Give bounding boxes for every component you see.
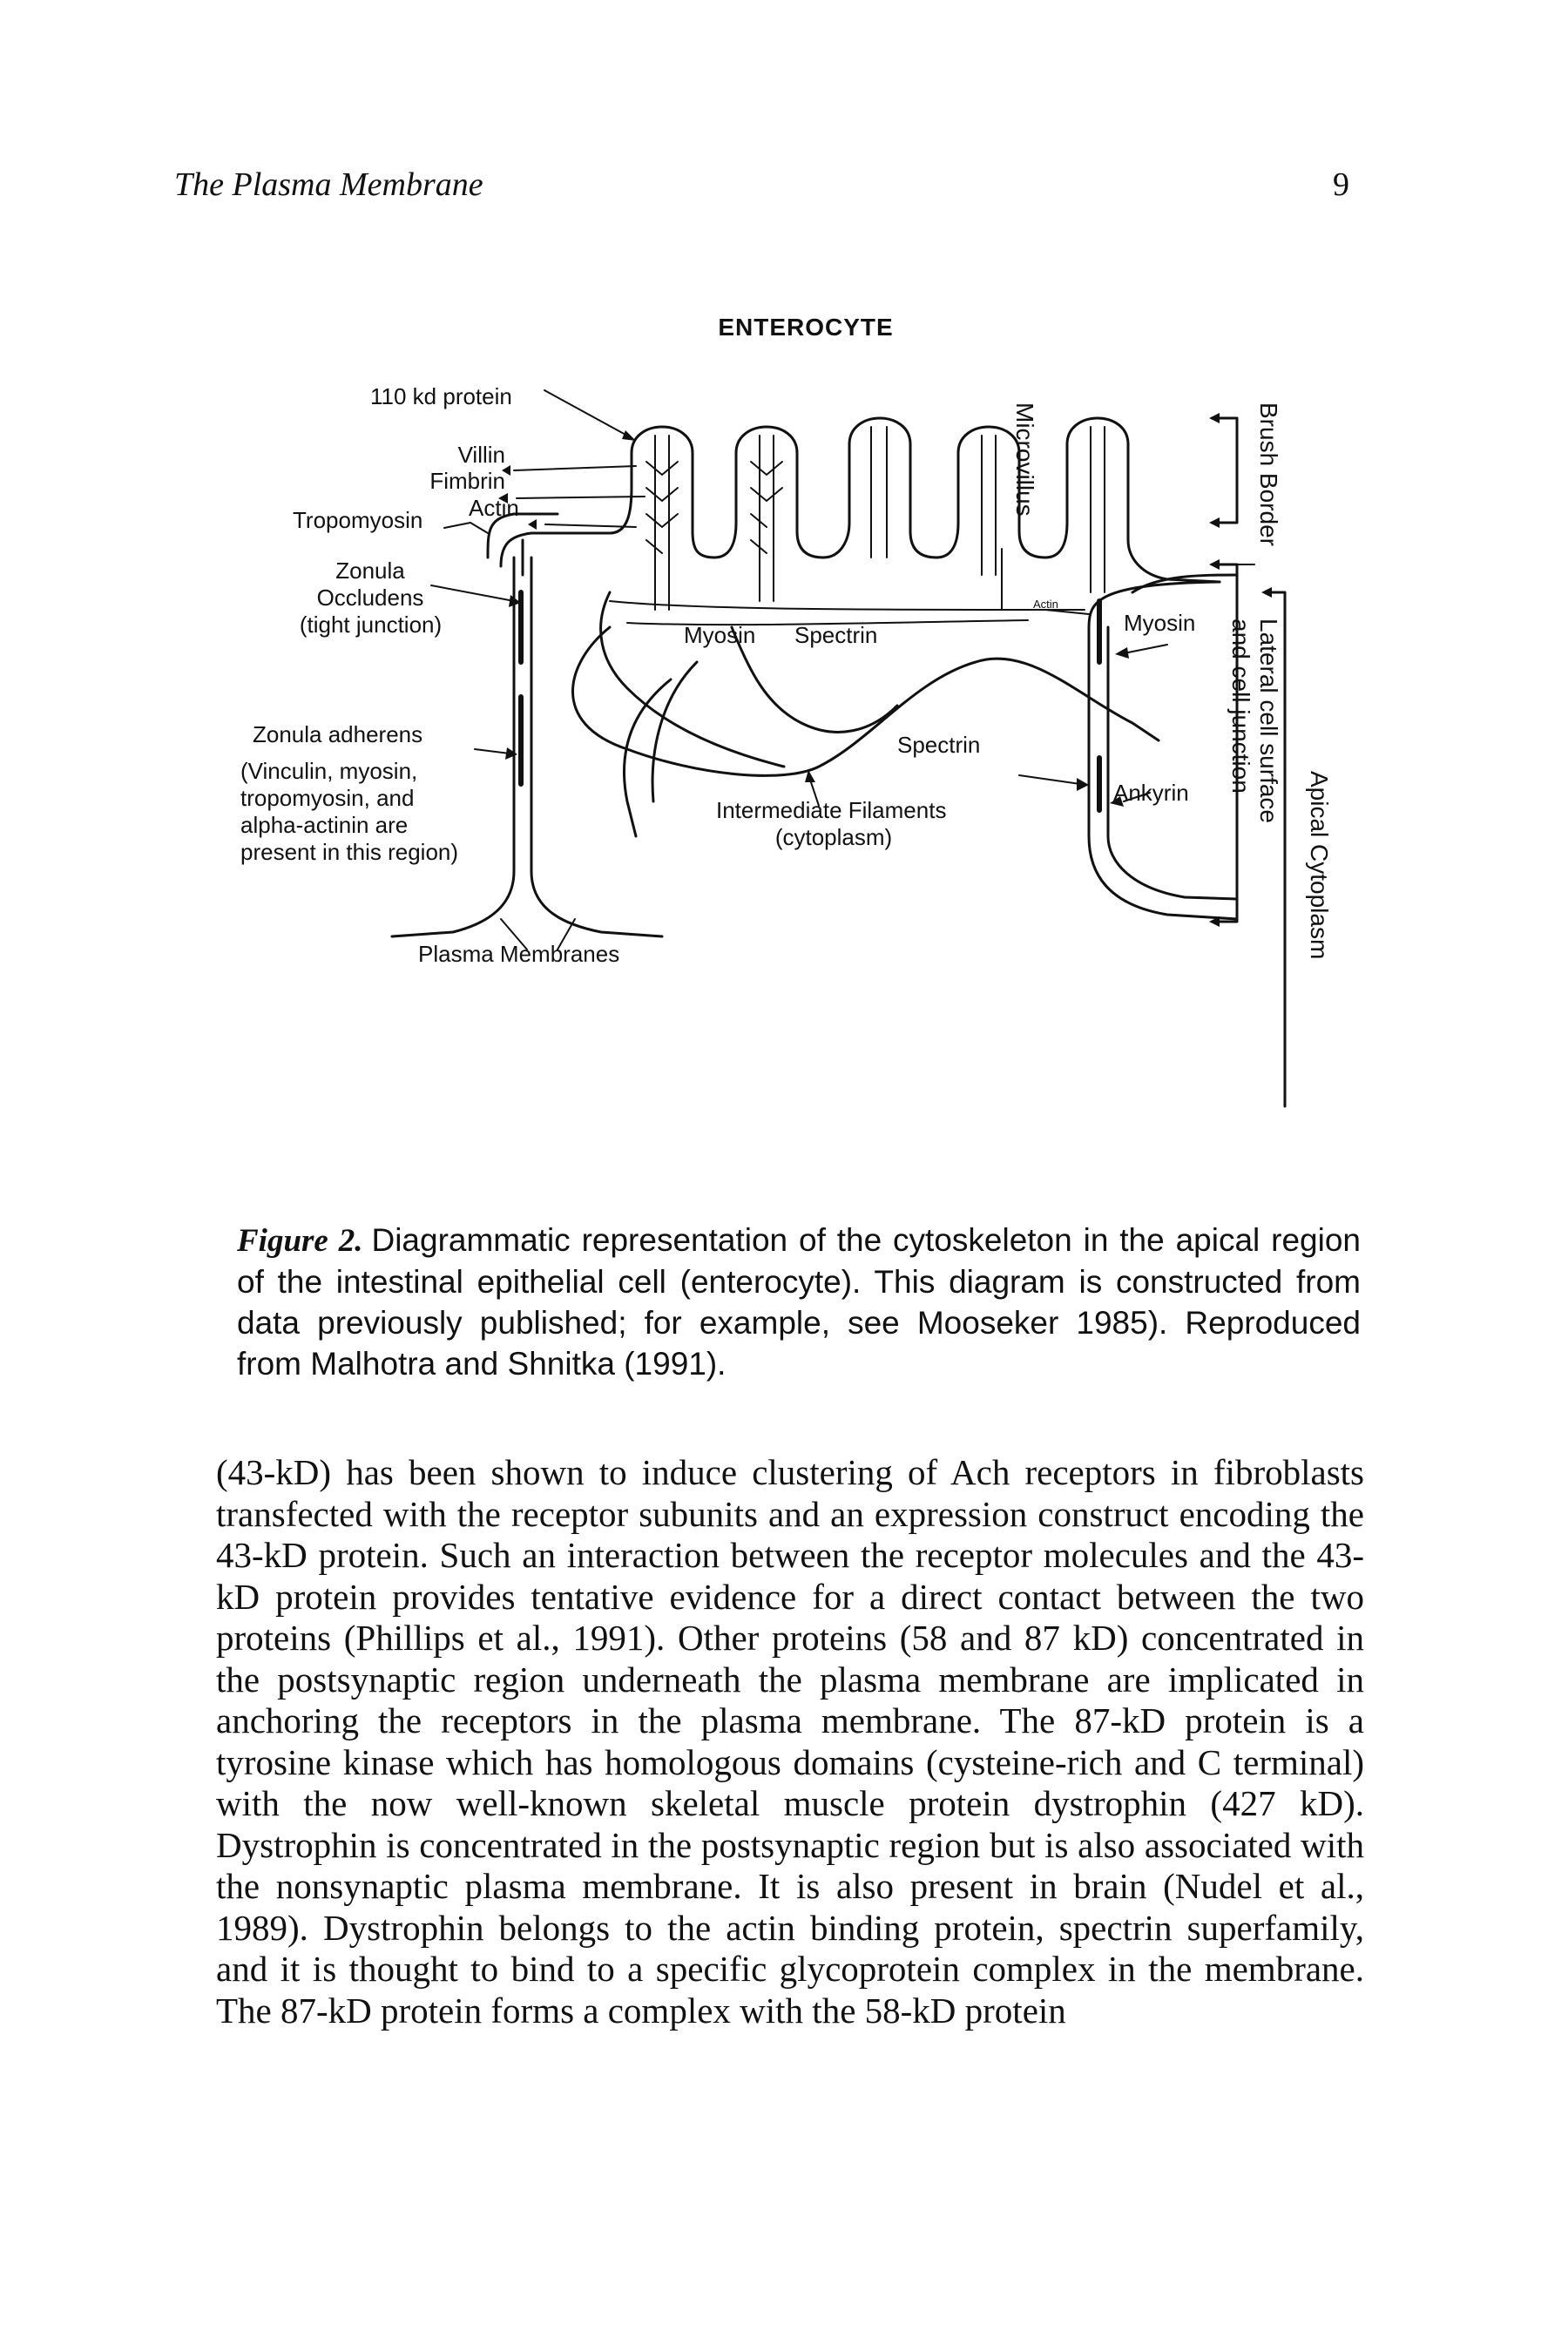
label-intermediate-filaments-1: Intermediate Filaments [716, 797, 947, 823]
leader-tropomyosin [443, 522, 489, 534]
label-actin: Actin [469, 495, 519, 521]
lateral-surface-bracket [1218, 563, 1239, 923]
leader-villin [513, 465, 637, 471]
crosslink-hatch-2 [750, 461, 783, 554]
left-lateral-membrane-inner [530, 556, 664, 938]
label-microvillus: Microvillus [1011, 402, 1038, 517]
body-paragraph: (43-kD) has been shown to induce cluster… [216, 1452, 1364, 2031]
leader-myosin-right [1123, 644, 1168, 654]
right-cell-membrane-top [1131, 573, 1239, 594]
label-zonula-adherens-1: Zonula adherens [253, 721, 423, 747]
figure-title: ENTEROCYTE [718, 314, 894, 341]
label-tropomyosin: Tropomyosin [293, 507, 423, 533]
leader-spectrin-lower [1018, 774, 1081, 785]
microvillus-1 [556, 425, 716, 559]
label-zonula-occludens-2: Occludens [316, 585, 424, 611]
label-zonula-occludens-3: (tight junction) [299, 612, 443, 638]
label-myosin-right: Myosin [1124, 610, 1196, 636]
leader-actin [544, 524, 637, 528]
leader-plasma-membranes-left [500, 918, 528, 950]
right-lateral-membrane-inner [1106, 625, 1239, 901]
arrow-zonula-adherens [505, 747, 517, 760]
label-lateral-cell-surface-1: Lateral cell surface [1255, 618, 1282, 824]
label-myosin-center: Myosin [684, 622, 756, 648]
intermediate-filament-1 [623, 678, 672, 838]
microvillus-3 [821, 416, 938, 559]
leader-ankyrin [1123, 792, 1151, 802]
label-ankyrin: Ankyrin [1113, 780, 1189, 806]
figure-caption: Figure 2.Diagrammatic representation of … [237, 1220, 1361, 1384]
page-number: 9 [1333, 166, 1349, 203]
arrow-spectrin-lower [1077, 778, 1089, 791]
arrow-myosin-right [1115, 647, 1129, 659]
microvillus-4 [935, 425, 1047, 559]
label-villin: Villin [457, 442, 505, 468]
enterocyte-figure: ENTEROCYTE 110 kd protein Villin Fimbrin… [240, 314, 1333, 1108]
label-apical-cytoplasm: Apical Cytoplasm [1306, 771, 1333, 960]
label-spectrin-center: Spectrin [794, 622, 878, 648]
label-fimbrin: Fimbrin [429, 468, 505, 494]
label-lateral-cell-surface-2: and cell junction [1227, 618, 1254, 794]
arrow-apical-top [1261, 587, 1272, 598]
microvillus-2 [713, 425, 825, 559]
label-brush-border: Brush Border [1255, 402, 1282, 546]
arrow-lateral-top [1209, 559, 1220, 570]
terminal-web-upper [609, 600, 1090, 615]
arrow-villin [502, 465, 510, 476]
leader-fimbrin [516, 496, 645, 499]
intermediate-filament-2 [651, 660, 699, 803]
label-zonula-occludens-1: Zonula [335, 558, 405, 584]
brush-border-bracket [1218, 416, 1239, 524]
arrow-ankyrin [1110, 796, 1124, 807]
label-zonula-adherens-5: present in this region) [240, 839, 459, 865]
arrow-110kd [622, 430, 636, 441]
leader-110kd [544, 389, 628, 436]
microvillus-5 [1044, 416, 1221, 584]
leader-zonula-adherens [474, 748, 510, 754]
label-intermediate-filaments-2: (cytoplasm) [774, 824, 893, 850]
enterocyte-diagram [390, 389, 1287, 1108]
running-title: The Plasma Membrane [174, 166, 483, 203]
label-zonula-adherens-2: (Vinculin, myosin, [240, 758, 418, 784]
label-plasma-membranes: Plasma Membranes [418, 941, 620, 967]
arrow-zonula-occludens [509, 595, 521, 607]
leader-zonula-occludens [430, 585, 515, 602]
arrow-fimbrin [498, 493, 508, 504]
arrow-brush-border-top [1209, 413, 1220, 423]
leader-plasma-membranes-right [557, 918, 576, 950]
arrow-brush-border-bottom [1209, 517, 1220, 528]
body-text: (43-kD) has been shown to induce cluster… [216, 1452, 1364, 2031]
arrow-actin [528, 519, 537, 530]
terminal-web-lower [626, 619, 1029, 626]
spectrin-arc [571, 625, 1160, 777]
label-110kd-protein: 110 kd protein [370, 383, 512, 409]
left-lateral-membrane-outer [390, 556, 516, 938]
arrow-intermediate [805, 770, 815, 782]
label-zonula-adherens-4: alpha-actinin are [240, 812, 409, 838]
label-actin-small: Actin [1033, 598, 1058, 611]
label-zonula-adherens-3: tropomyosin, and [240, 785, 415, 811]
figure-caption-text: Diagrammatic representation of the cytos… [237, 1222, 1362, 1382]
intermediate-filament-4 [599, 591, 786, 768]
right-lateral-membrane-outer [1087, 580, 1239, 921]
label-spectrin-lower: Spectrin [897, 732, 981, 758]
arrow-lateral-bottom [1209, 916, 1220, 927]
leader-intermediate [809, 779, 820, 807]
left-cell-membrane [486, 512, 559, 559]
apical-cytoplasm-line [1270, 591, 1287, 1108]
crosslink-hatch-1 [645, 461, 679, 554]
intermediate-filament-3 [730, 625, 899, 733]
left-cell-membrane-inner [499, 531, 559, 568]
figure-caption-label: Figure 2. [237, 1223, 363, 1259]
